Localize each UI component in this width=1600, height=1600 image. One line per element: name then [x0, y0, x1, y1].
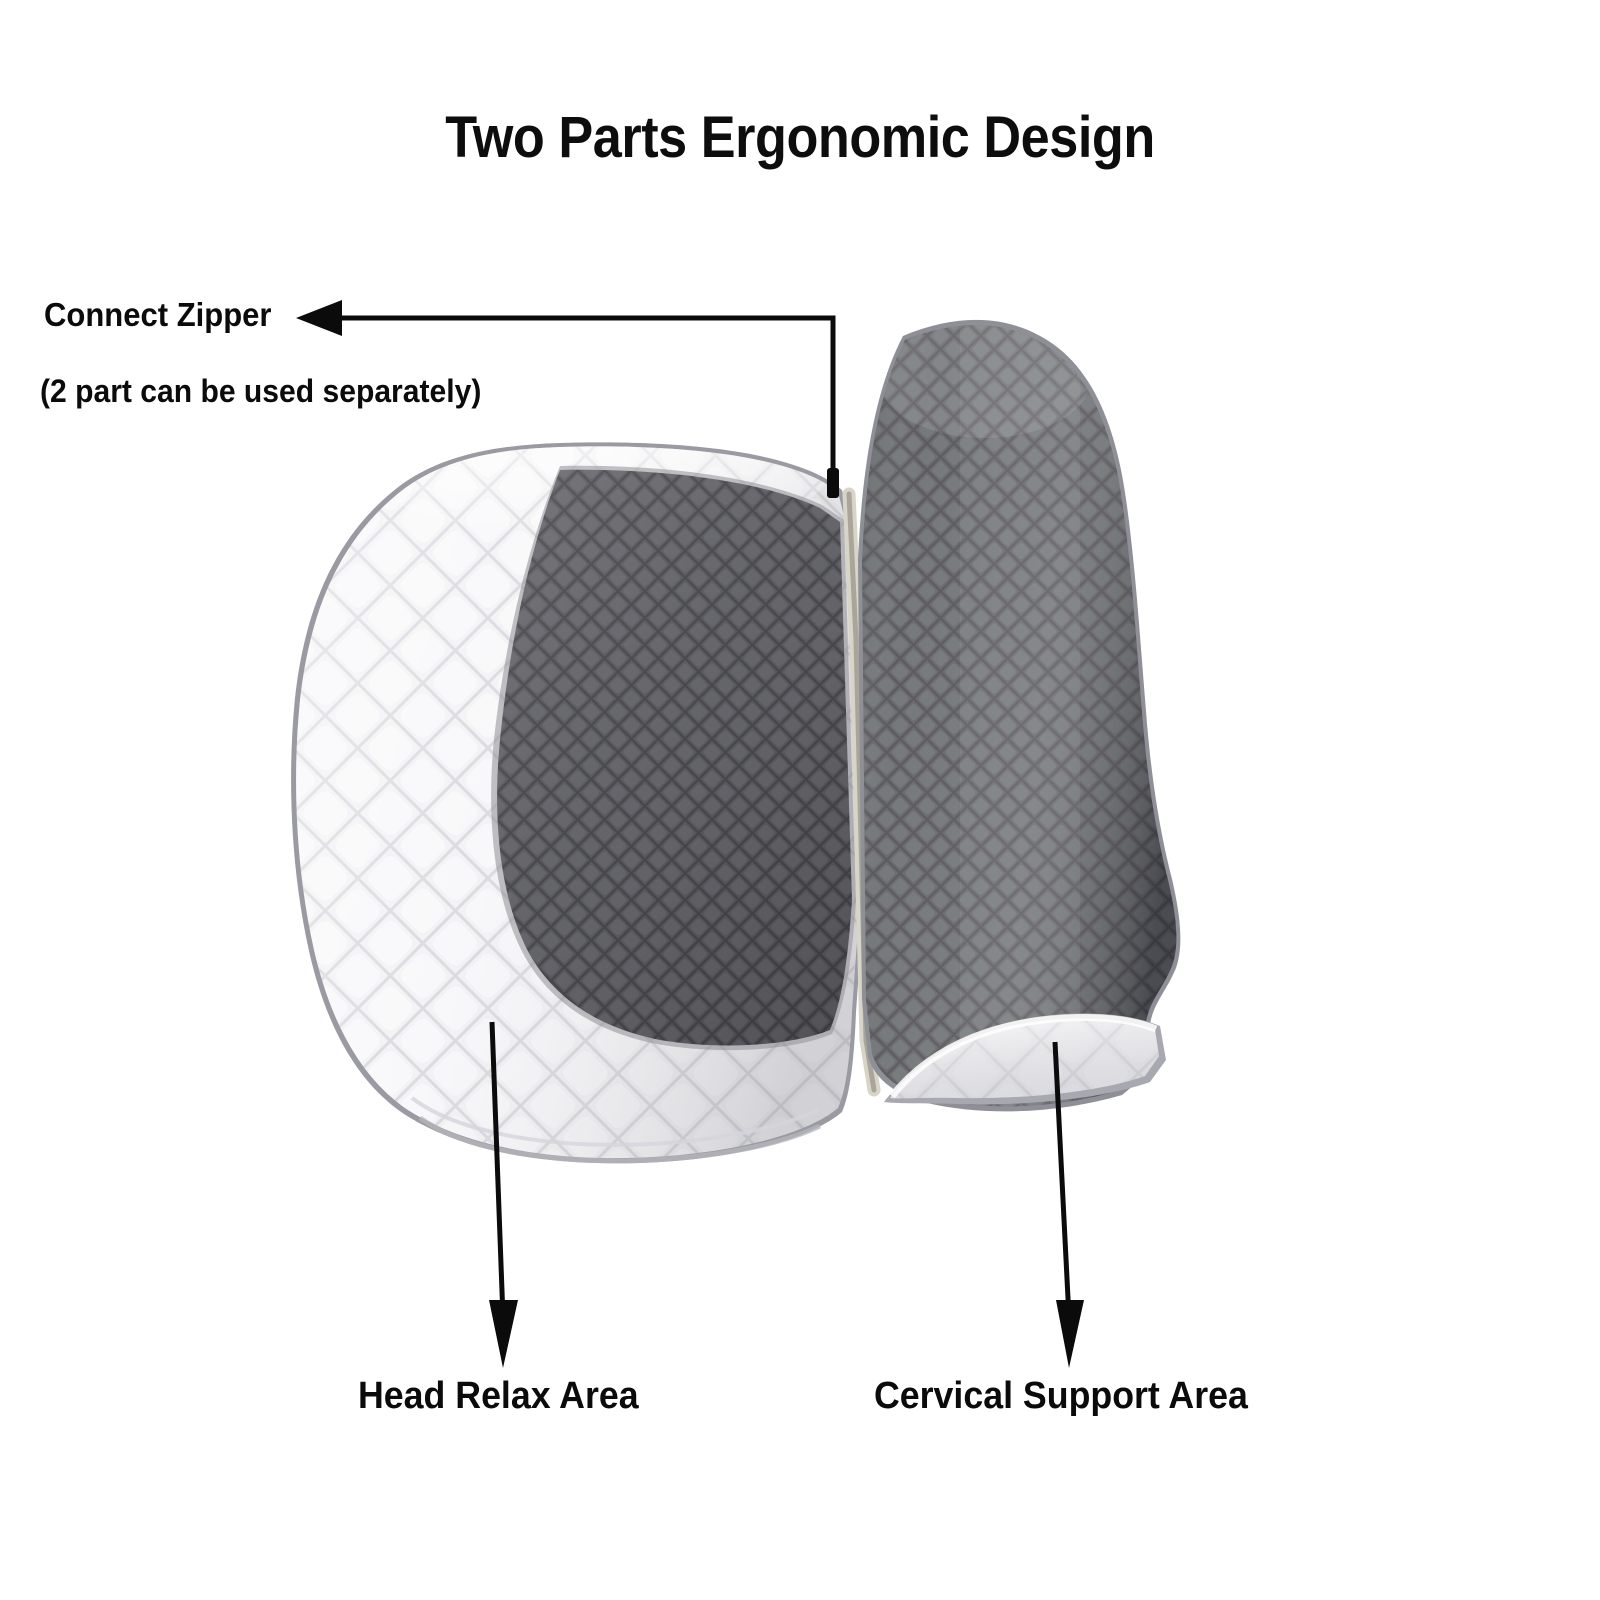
callout-sublabel-connect-zipper: (2 part can be used separately)	[40, 373, 482, 409]
left-part-scallop-seam	[418, 1115, 822, 1164]
page-title: Two Parts Ergonomic Design	[445, 105, 1155, 170]
underside-top-seam	[889, 1014, 1158, 1099]
callout-label-head-relax-area: Head Relax Area	[358, 1375, 639, 1417]
callout-label-connect-zipper: Connect Zipper	[44, 296, 272, 333]
head-arrowhead-icon	[489, 1300, 518, 1368]
head-cradle-inset	[491, 465, 856, 1051]
pillow-part-head-relax	[291, 442, 864, 1164]
cervical-arrowhead-icon	[1056, 1300, 1084, 1368]
right-part-light-band	[960, 325, 1080, 1107]
right-part-top-highlight	[880, 325, 1090, 438]
zipper-leader-line	[305, 315, 836, 492]
left-part-scallop-seam-inner	[410, 1096, 819, 1147]
head-leader-line	[489, 1021, 506, 1319]
head-cradle-shading	[497, 469, 852, 1046]
zipper-arrowhead-icon	[296, 300, 342, 336]
cervical-leader-line	[1052, 1041, 1072, 1319]
zipper-pull-marker	[827, 468, 839, 498]
pillow-part-cervical-support	[858, 319, 1181, 1112]
callout-leader-lines	[296, 300, 1084, 1368]
underside-shading	[890, 1018, 1159, 1099]
right-part-underside-wedge	[884, 1013, 1166, 1105]
callout-label-cervical-support-area: Cervical Support Area	[874, 1375, 1248, 1417]
